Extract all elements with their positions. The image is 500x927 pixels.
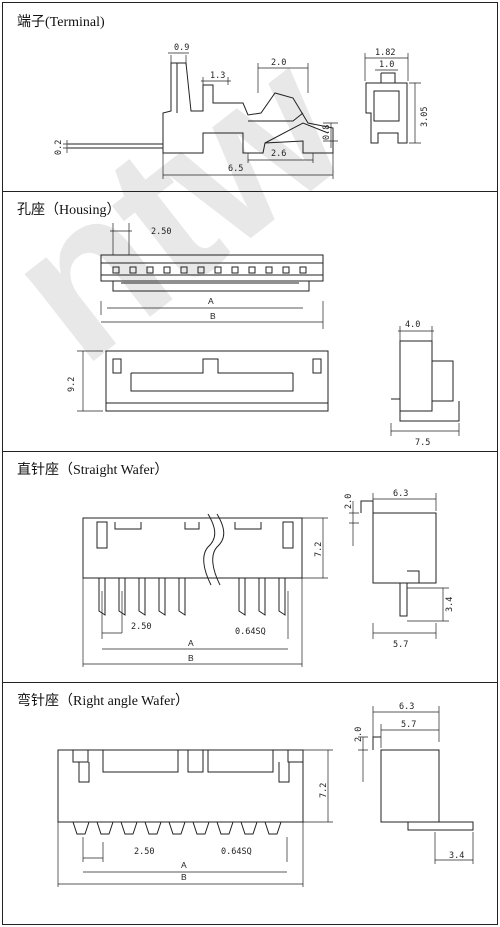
dim-2-6: 2.6 [271,149,286,159]
housing-section: 孔座（Housing） [3,191,497,452]
dim-pitch: 2.50 [134,847,154,857]
housing-title: 孔座（Housing） [17,203,121,218]
dim-b: B [210,311,216,321]
dim-pin: 3.4 [449,851,464,861]
dim-b: B [181,872,187,882]
dim-b: B [188,653,194,663]
dim-width: 6.3 [393,489,408,499]
straight-wafer-title: 直针座（Straight Wafer） [17,463,169,478]
dim-1-3: 1.3 [210,71,225,81]
dim-a: A [208,296,214,306]
dim-top: 4.0 [405,320,420,330]
dim-a: A [188,638,194,648]
right-angle-wafer-drawing: 2.50 0.64SQ A B 7.2 6.3 5.7 2.0 3.4 [57,702,474,887]
dim-width-2: 5.7 [401,720,416,730]
dim-6-5: 6.5 [228,164,243,174]
dim-0-2: 0.2 [54,140,64,155]
dim-base: 5.7 [393,640,408,650]
dim-height: 7.2 [314,542,324,557]
dim-pitch: 2.50 [151,227,171,237]
dim-1-82: 1.82 [375,48,395,58]
terminal-title: 端子(Terminal) [17,15,105,30]
terminal-drawing: 0.9 2.0 1.3 0.2 0.8 2.6 6.5 1.82 1.0 3.0… [54,43,430,179]
dim-3-05: 3.05 [420,107,430,127]
dim-1-0: 1.0 [379,60,394,70]
dim-sq: 0.64SQ [221,847,252,857]
dim-width: 6.3 [399,702,414,712]
dim-height: 9.2 [67,377,77,392]
terminal-section: 端子(Terminal) [3,3,497,192]
dim-pin: 3.4 [445,597,455,612]
dim-thickness: 2.0 [344,494,354,509]
dim-height: 7.2 [319,783,329,798]
dim-sq: 0.64SQ [235,627,266,637]
dim-0-8: 0.8 [322,125,332,140]
housing-drawing: 2.50 A B 9.2 4.0 7.5 [67,223,460,448]
dim-0-9: 0.9 [174,43,189,53]
right-angle-wafer-section: 弯针座（Right angle Wafer） [3,682,497,924]
dim-pitch: 2.50 [131,622,151,632]
dim-2-0: 2.0 [271,58,286,68]
straight-wafer-section: 直针座（Straight Wafer） [3,451,497,683]
dim-bottom: 7.5 [415,438,430,448]
dim-thickness: 2.0 [354,727,364,742]
right-angle-wafer-title: 弯针座（Right angle Wafer） [17,694,190,709]
dim-a: A [181,860,187,870]
straight-wafer-drawing: 2.50 0.64SQ A B 7.2 2.0 6.3 3.4 5.7 [82,489,455,667]
